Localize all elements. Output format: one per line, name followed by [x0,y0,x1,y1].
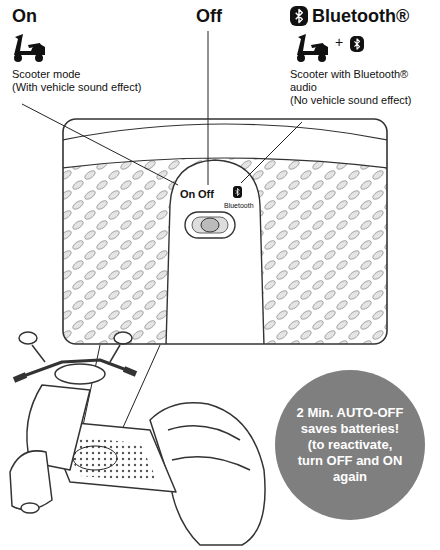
switch-position: On [180,188,195,201]
slide-switch [185,212,235,238]
panel-outline [63,119,387,344]
circle-badge [275,370,425,520]
info-circle: 2 Min. AUTO-OFF saves batteries! (to rea… [275,370,425,520]
floorboard-detail [63,124,387,344]
scooter-icon [297,34,328,62]
mode-heading: Off [196,5,222,27]
scooter-icon [14,34,45,62]
bluetooth-symbol [233,186,242,198]
switch-position: Off [198,188,214,201]
switch-panel: OnOffBluetooth [62,118,388,345]
bluetooth-icon [290,6,308,26]
plus-sign: + [335,34,343,50]
mode-heading: Bluetooth® [312,5,409,27]
mode-description: Scooter mode (With vehicle sound effect) [12,68,182,94]
leader-line [22,31,302,185]
bluetooth-icon [350,36,364,52]
node-outline [62,118,388,345]
auto-off-note: 2 Min. AUTO-OFF saves batteries! (to rea… [294,405,406,485]
mode-heading: On [12,5,37,27]
switch-position: Bluetooth [224,202,254,210]
scooter-drawing [10,332,265,545]
mode-description: Scooter with Bluetooth® audio (No vehicl… [290,68,436,107]
